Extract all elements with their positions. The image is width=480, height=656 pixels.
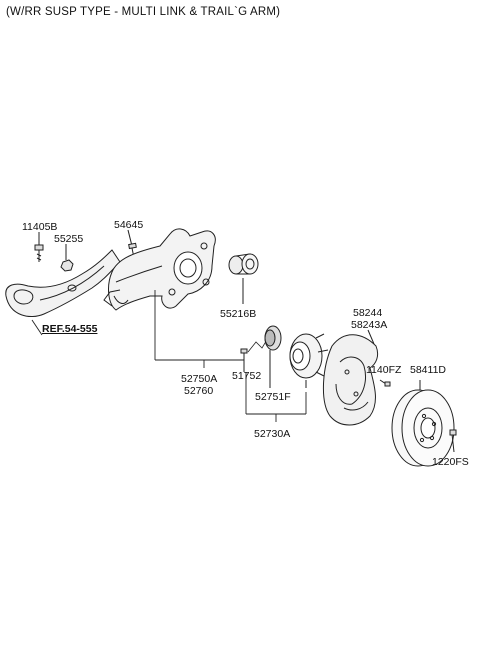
diagram-title: (W/RR SUSP TYPE - MULTI LINK & TRAIL`G A… xyxy=(6,6,281,18)
label-55255: 55255 xyxy=(54,233,84,245)
label-1220fs: 1220FS xyxy=(432,456,469,468)
bolt-51752 xyxy=(240,337,269,372)
label-11405b: 11405B xyxy=(22,221,58,233)
screw-1140fz xyxy=(379,379,391,387)
label-52750a: 52750A xyxy=(181,373,218,385)
label-1140fz: 1140FZ xyxy=(366,364,402,376)
ref-leader-line xyxy=(31,319,43,336)
label-58411d: 58411D xyxy=(410,364,447,376)
brake-disc xyxy=(391,380,455,467)
nut-55255 xyxy=(60,244,74,272)
label-58243a: 58243A xyxy=(351,319,388,331)
dust-shield xyxy=(322,329,379,426)
rear-carrier xyxy=(103,228,216,311)
bracket-52750a xyxy=(154,290,244,368)
cap-52751f xyxy=(264,325,282,388)
bracket-52730a xyxy=(245,372,307,422)
screw-1220fs xyxy=(449,429,457,453)
ref-link-54-555[interactable]: REF.54-555 xyxy=(42,323,98,335)
label-58244: 58244 xyxy=(353,307,383,319)
label-54645: 54645 xyxy=(114,219,144,231)
label-51752: 51752 xyxy=(232,370,262,382)
bolt-11405b xyxy=(34,232,44,262)
trailing-arm xyxy=(5,249,121,318)
bushing-55216b xyxy=(228,253,259,304)
hub-bearing xyxy=(289,333,329,388)
label-55216b: 55216B xyxy=(220,308,257,320)
label-52730a: 52730A xyxy=(254,428,291,440)
label-52760: 52760 xyxy=(184,385,214,397)
label-52751f: 52751F xyxy=(255,391,291,403)
